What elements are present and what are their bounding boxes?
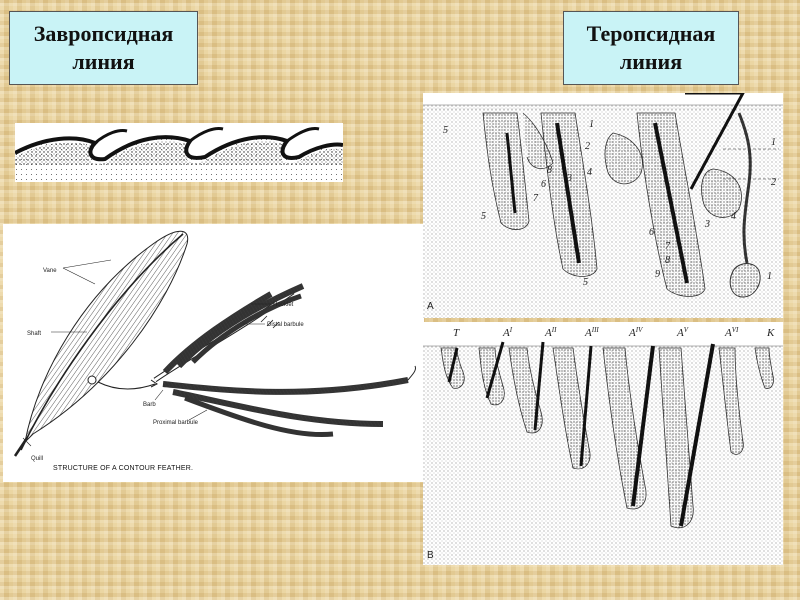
- scale-skin-illustration: [15, 123, 343, 182]
- follicle-a-number: 3: [704, 219, 710, 230]
- title-right-line1: Теропсидная: [586, 21, 716, 46]
- stage-label: AIV: [628, 326, 643, 339]
- follicle-a-number: 8: [665, 255, 670, 266]
- follicle-b-letter: B: [427, 550, 434, 561]
- follicle-a-letter: A: [427, 301, 434, 312]
- title-left-line1: Завропсидная: [33, 21, 174, 46]
- follicle-a-number: 2: [771, 177, 776, 188]
- stage-label: AII: [544, 326, 557, 339]
- label-vane: Vane: [43, 268, 57, 274]
- follicle-a-number: 4: [731, 211, 736, 222]
- follicle-a-number: 1: [767, 271, 772, 282]
- stage-label: AI: [502, 326, 513, 339]
- hair-follicle-panel-b: T AI AII AIII AIV AV AVI K B: [423, 322, 783, 565]
- follicle-a-number: 5: [481, 211, 486, 222]
- contour-feather-diagram: Vane Shaft Quill Barb Hooklet Distal bar…: [3, 224, 424, 482]
- label-quill: Quill: [31, 456, 43, 462]
- feather-caption: STRUCTURE OF A CONTOUR FEATHER.: [53, 465, 193, 472]
- follicle-a-number: 9: [655, 269, 660, 280]
- stage-label: AVI: [724, 326, 739, 339]
- title-left-line2: линия: [72, 49, 135, 74]
- follicle-a-number: 6: [649, 227, 654, 238]
- follicle-a-number: 2: [585, 141, 590, 152]
- follicle-a-number: 7: [533, 193, 539, 204]
- feather-drawing: Vane Shaft Quill Barb Hooklet Distal bar…: [13, 230, 416, 472]
- label-distal-barbule: Distal barbule: [267, 322, 304, 328]
- follicle-a-number: 5: [443, 125, 448, 136]
- follicle-a-number: 1: [771, 137, 776, 148]
- scale-skin-drawing: [15, 127, 343, 182]
- follicle-a-number: 7: [665, 241, 671, 252]
- follicle-b-drawing: T AI AII AIII AIV AV AVI K B: [423, 326, 783, 565]
- follicle-a-number: 1: [589, 119, 594, 130]
- label-barb: Barb: [143, 402, 156, 408]
- title-right-line2: линия: [619, 49, 683, 74]
- label-hooklet: Hooklet: [273, 302, 294, 308]
- follicle-a-number: 8: [547, 165, 552, 176]
- title-theropsid-line: Теропсидная линия: [563, 11, 739, 85]
- stage-label: AIII: [584, 326, 599, 339]
- hair-follicle-panel-a: 5 1 2 3 4 8 6 7 5 5 1 2 3 4 6 7 8 9 1 A: [423, 93, 783, 318]
- stage-label: T: [453, 327, 460, 339]
- follicle-a-number: 5: [583, 277, 588, 288]
- follicle-a-number: 4: [587, 167, 592, 178]
- title-sauropsid-line: Завропсидная линия: [9, 11, 198, 85]
- label-proximal-barbule: Proximal barbule: [153, 420, 199, 426]
- follicle-a-drawing: 5 1 2 3 4 8 6 7 5 5 1 2 3 4 6 7 8 9 1 A: [423, 93, 783, 318]
- follicle-a-number: 3: [566, 173, 572, 184]
- label-shaft: Shaft: [27, 331, 41, 337]
- follicle-a-number: 6: [541, 179, 546, 190]
- stage-label: AV: [676, 326, 689, 339]
- stage-label: K: [766, 327, 775, 339]
